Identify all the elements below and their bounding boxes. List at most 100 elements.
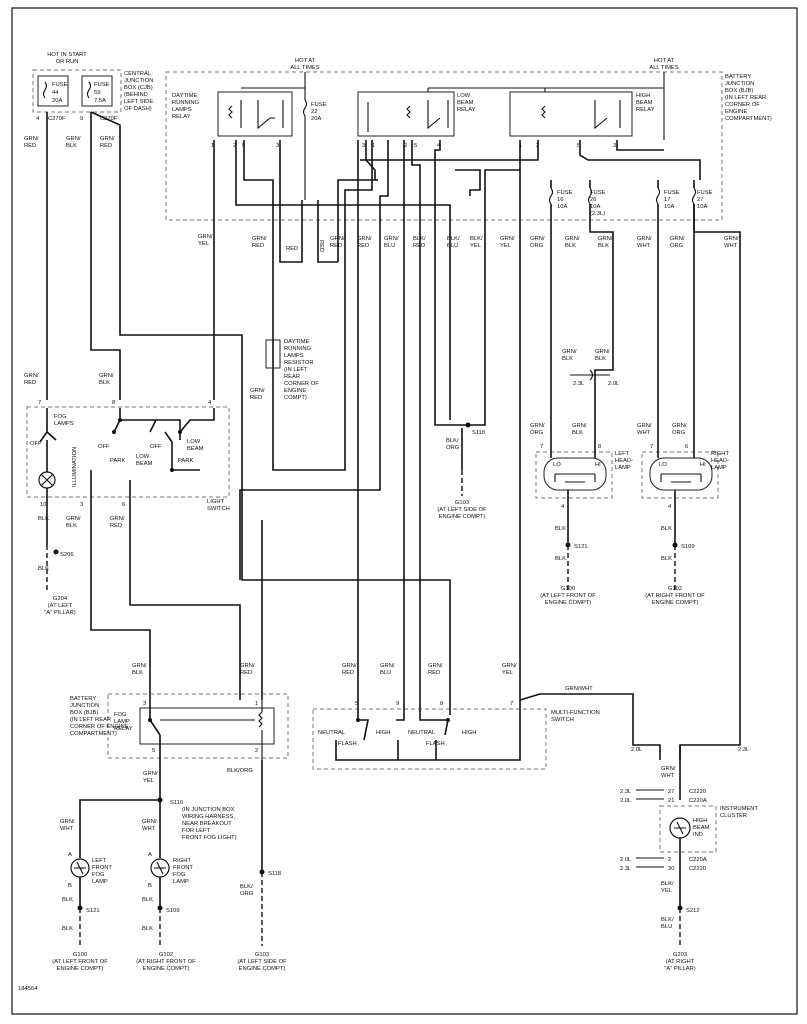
svg-text:BLK: BLK: [595, 356, 606, 362]
svg-text:FUSE: FUSE: [94, 82, 110, 88]
svg-text:4: 4: [208, 400, 212, 406]
svg-text:ENGINE: ENGINE: [284, 388, 306, 394]
svg-text:CORNER OF: CORNER OF: [725, 102, 760, 108]
svg-text:ALL TIMES: ALL TIMES: [290, 65, 319, 71]
svg-text:YEL: YEL: [143, 778, 155, 784]
svg-text:SWITCH: SWITCH: [207, 506, 230, 512]
svg-text:RELAY: RELAY: [114, 726, 133, 732]
svg-text:27: 27: [697, 197, 703, 203]
svg-text:LAMP: LAMP: [173, 879, 189, 885]
svg-text:9: 9: [396, 701, 399, 707]
svg-text:C220A: C220A: [689, 857, 707, 863]
svg-text:BLK: BLK: [66, 523, 77, 529]
svg-text:(2.3L): (2.3L): [590, 211, 605, 217]
svg-text:BOX (CJB): BOX (CJB): [124, 85, 153, 91]
svg-text:GRN/: GRN/: [661, 766, 676, 772]
svg-text:REAR: REAR: [284, 374, 300, 380]
svg-text:ENGINE COMPT): ENGINE COMPT): [439, 514, 486, 520]
svg-text:GRN/: GRN/: [530, 423, 545, 429]
svg-text:4: 4: [561, 504, 565, 510]
svg-text:RIGHT: RIGHT: [711, 451, 729, 457]
svg-text:HOT AT: HOT AT: [295, 58, 316, 64]
svg-text:YEL: YEL: [502, 670, 514, 676]
fog-lamp-relay: BATTERY JUNCTION BOX (BJB) (IN LEFT REAR…: [70, 693, 289, 760]
svg-text:6: 6: [685, 444, 688, 450]
svg-text:BLK/: BLK/: [240, 884, 253, 890]
svg-text:59: 59: [94, 90, 100, 96]
svg-text:7: 7: [540, 444, 543, 450]
svg-text:(AT LEFT SIDE OF: (AT LEFT SIDE OF: [237, 959, 287, 965]
svg-text:BLK: BLK: [572, 430, 583, 436]
svg-text:2.3L: 2.3L: [620, 789, 632, 795]
svg-text:BLK: BLK: [598, 243, 609, 249]
svg-text:16: 16: [557, 197, 563, 203]
svg-text:7: 7: [510, 701, 513, 707]
svg-text:ENGINE COMPT): ENGINE COMPT): [57, 966, 104, 972]
wire-labels-mid: GRN/ RED GRN/ BLK GRN/ RED GRN/ BLK GRN/…: [24, 349, 620, 401]
svg-text:LAMP: LAMP: [114, 719, 130, 725]
svg-text:WHT: WHT: [724, 243, 738, 249]
svg-text:LAMP: LAMP: [711, 465, 727, 471]
svg-text:FOG: FOG: [92, 872, 105, 878]
svg-text:BLK/: BLK/: [661, 917, 674, 923]
svg-text:GRN/: GRN/: [240, 663, 255, 669]
svg-text:10A: 10A: [697, 204, 707, 210]
svg-text:GRN/: GRN/: [24, 136, 39, 142]
svg-text:FUSE: FUSE: [311, 102, 327, 108]
svg-text:GRN/: GRN/: [500, 236, 515, 242]
svg-text:RUNNING: RUNNING: [172, 100, 200, 106]
svg-text:GRN/: GRN/: [252, 236, 267, 242]
svg-text:G204: G204: [53, 596, 68, 602]
low-beam-relay: LOW BEAM RELAY 3 1 2 5 4: [357, 91, 476, 149]
svg-text:2.3L: 2.3L: [573, 381, 585, 387]
splice-bridge: [570, 369, 610, 381]
svg-text:RESISTOR: RESISTOR: [284, 360, 314, 366]
svg-text:(BEHIND: (BEHIND: [124, 92, 148, 98]
svg-text:CLUSTER: CLUSTER: [720, 813, 747, 819]
svg-text:FLASH: FLASH: [338, 741, 357, 747]
hot-at-all-times-left: HOT AT ALL TIMES: [290, 58, 319, 71]
svg-text:GRN/: GRN/: [142, 819, 157, 825]
svg-text:(AT LEFT FRONT OF: (AT LEFT FRONT OF: [540, 593, 596, 599]
svg-text:HIGH: HIGH: [376, 730, 391, 736]
svg-text:GRN/: GRN/: [670, 236, 685, 242]
svg-text:S206: S206: [60, 552, 74, 558]
svg-text:2.3L: 2.3L: [620, 866, 632, 872]
svg-text:2: 2: [668, 857, 671, 863]
svg-text:WHT: WHT: [637, 243, 651, 249]
svg-text:8: 8: [598, 444, 601, 450]
svg-text:YEL: YEL: [661, 888, 673, 894]
high-beam-relay: HIGH BEAM RELAY 1 2 5 3: [509, 91, 655, 149]
svg-text:OFF: OFF: [98, 444, 110, 450]
svg-text:GRN/: GRN/: [637, 423, 652, 429]
svg-text:10A: 10A: [590, 204, 600, 210]
fuses-16-26-17-27: FUSE 16 10A FUSE 26 10A (2.3L) FUSE 17 1…: [548, 187, 713, 217]
svg-text:GRN/: GRN/: [384, 236, 399, 242]
svg-text:BLU: BLU: [380, 670, 391, 676]
svg-text:2.0L: 2.0L: [620, 857, 632, 863]
svg-text:ORG: ORG: [530, 430, 544, 436]
svg-text:GRN/: GRN/: [598, 236, 613, 242]
svg-text:HIGH: HIGH: [636, 93, 651, 99]
svg-text:GRN/: GRN/: [250, 388, 265, 394]
svg-text:LAMPS: LAMPS: [284, 353, 304, 359]
svg-text:2.0L: 2.0L: [620, 798, 632, 804]
svg-text:GRN/: GRN/: [724, 236, 739, 242]
daytime-running-lamps-resistor: DAYTIME RUNNING LAMPS RESISTOR (IN LEFT …: [265, 339, 319, 401]
svg-text:LAMP: LAMP: [615, 465, 631, 471]
svg-text:A: A: [148, 852, 152, 858]
svg-text:10: 10: [40, 502, 46, 508]
svg-text:(AT LEFT: (AT LEFT: [48, 603, 73, 609]
svg-text:BLK: BLK: [661, 526, 672, 532]
svg-text:8: 8: [112, 400, 115, 406]
svg-text:INSTRUMENT: INSTRUMENT: [720, 806, 758, 812]
svg-text:FOG: FOG: [54, 414, 67, 420]
svg-text:PARK: PARK: [178, 458, 193, 464]
svg-text:RED: RED: [342, 670, 354, 676]
svg-text:S118: S118: [472, 430, 485, 436]
svg-text:S118: S118: [268, 871, 281, 877]
svg-text:1: 1: [211, 143, 214, 149]
svg-text:BLU: BLU: [661, 924, 672, 930]
svg-text:RED: RED: [330, 243, 342, 249]
svg-text:FOG: FOG: [114, 712, 127, 718]
